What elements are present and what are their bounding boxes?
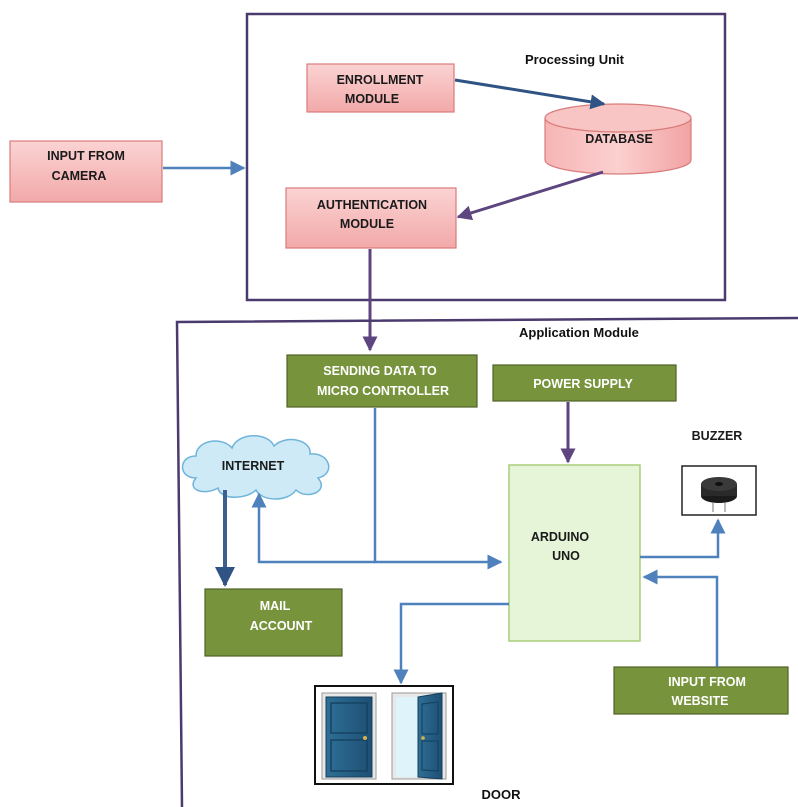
arrow-website-to-arduino [642, 569, 719, 667]
door-image [314, 685, 454, 785]
arrow-enrollment-to-database [454, 78, 606, 110]
enrollment-label-line2: MODULE [345, 92, 399, 106]
internet-cloud: INTERNET [181, 435, 330, 500]
arrow-sending-to-arduino [373, 408, 503, 570]
auth-label-line2: MODULE [340, 217, 394, 231]
website-input-box: INPUT FROM WEBSITE [613, 666, 789, 715]
camera-label-line1: INPUT FROM [47, 149, 125, 163]
arduino-uno-box: ARDUINO UNO [508, 464, 641, 642]
buzzer-image [681, 465, 757, 516]
arrow-sending-to-internet [251, 492, 375, 564]
arrow-arduino-to-door [393, 602, 509, 685]
arrow-arduino-to-buzzer [640, 518, 726, 559]
website-label-line1: INPUT FROM [668, 675, 746, 689]
door-label: DOOR [482, 787, 522, 802]
database-cylinder: DATABASE [544, 103, 692, 175]
power-supply-box: POWER SUPPLY [492, 364, 677, 402]
website-label-line2: WEBSITE [672, 694, 729, 708]
sending-label-line1: SENDING DATA TO [323, 364, 437, 378]
enrollment-module-box: ENROLLMENT MODULE [306, 63, 455, 113]
camera-input-box: INPUT FROM CAMERA [9, 140, 163, 203]
auth-label-line1: AUTHENTICATION [317, 198, 427, 212]
camera-label-line2: CAMERA [52, 169, 107, 183]
application-module-frame [175, 316, 798, 807]
mail-label-line1: MAIL [260, 599, 291, 613]
sending-label-line2: MICRO CONTROLLER [317, 384, 449, 398]
mail-account-box: MAIL ACCOUNT [204, 588, 343, 657]
enrollment-label-line1: ENROLLMENT [337, 73, 424, 87]
mail-label-line2: ACCOUNT [250, 619, 313, 633]
arduino-label-line1: ARDUINO [531, 530, 590, 544]
sending-data-box: SENDING DATA TO MICRO CONTROLLER [286, 354, 478, 408]
power-supply-label: POWER SUPPLY [533, 377, 633, 391]
processing-unit-frame [245, 12, 727, 302]
processing-unit-title: Processing Unit [525, 52, 625, 67]
arrow-database-to-auth [456, 170, 604, 221]
buzzer-label: BUZZER [692, 429, 743, 443]
arduino-label-line2: UNO [552, 549, 580, 563]
internet-label: INTERNET [222, 459, 285, 473]
database-label: DATABASE [585, 132, 653, 146]
authentication-module-box: AUTHENTICATION MODULE [285, 187, 457, 249]
application-module-title: Application Module [519, 325, 639, 340]
